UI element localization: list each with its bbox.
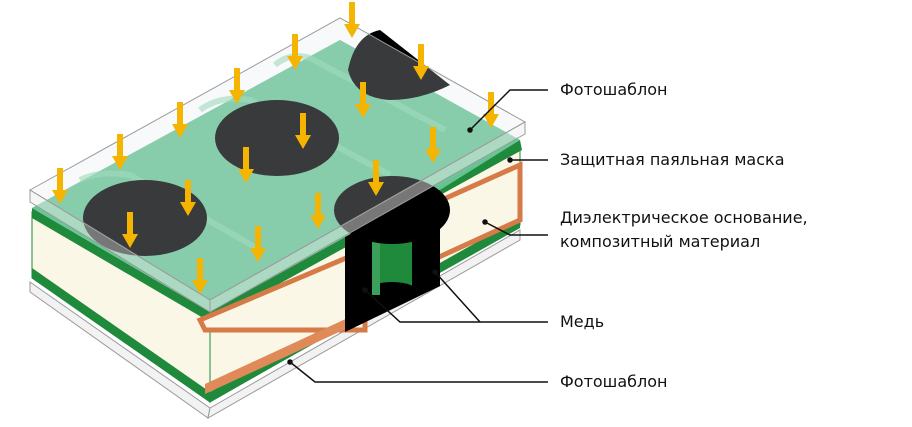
uv-arrow: [52, 168, 68, 204]
leader-lines: [287, 89, 548, 383]
uv-arrow: [112, 134, 128, 170]
leader-photomask-bottom: [289, 361, 548, 383]
label-photomask-top: Фотошаблон: [560, 80, 668, 99]
label-dielectric-line1: Диэлектрическое основание,: [560, 208, 808, 227]
uv-arrow: [413, 44, 429, 80]
uv-arrow: [172, 102, 188, 138]
uv-arrow: [483, 92, 499, 128]
top-photomask: [29, 17, 527, 313]
uv-arrow: [368, 160, 384, 196]
uv-light-arrows: [52, 2, 499, 294]
uv-arrow: [425, 127, 441, 163]
label-dielectric-line2: композитный материал: [560, 232, 761, 251]
uv-arrow: [344, 2, 360, 38]
uv-arrow: [192, 258, 208, 294]
opening-4: [348, 30, 450, 100]
label-copper: Медь: [560, 312, 605, 331]
leader-copper-2: [434, 271, 481, 323]
leader-copper-1: [364, 289, 548, 323]
uv-arrow: [122, 212, 138, 248]
uv-arrow: [295, 113, 311, 149]
uv-arrow: [287, 34, 303, 70]
leader-photomask-top: [469, 89, 548, 131]
label-solder-mask: Защитная паяльная маска: [560, 150, 785, 169]
uv-arrow: [250, 226, 266, 262]
leader-dielectric: [484, 221, 548, 236]
uv-arrow: [238, 147, 254, 183]
label-photomask-bottom: Фотошаблон: [560, 372, 668, 391]
uv-arrow: [355, 82, 371, 118]
opening-1: [83, 180, 207, 256]
uv-arrow: [229, 68, 245, 104]
uv-arrow: [180, 180, 196, 216]
uv-arrow: [310, 193, 326, 229]
